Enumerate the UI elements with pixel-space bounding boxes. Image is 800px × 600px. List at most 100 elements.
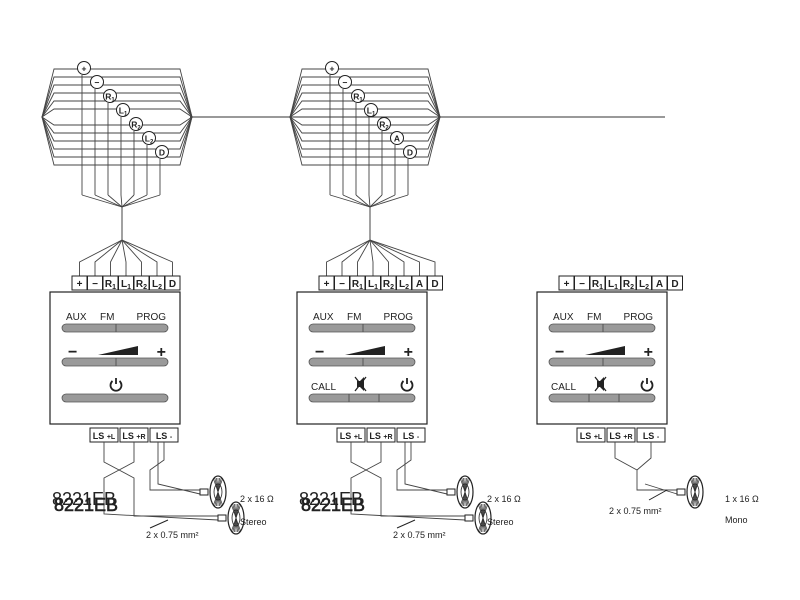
terminal-label: R1 bbox=[105, 279, 116, 291]
output-terminal-label: LS +R bbox=[609, 431, 632, 441]
bus-terminal-marker bbox=[325, 61, 339, 75]
terminal-label: R2 bbox=[136, 279, 147, 291]
bus-terminal-label: L1 bbox=[119, 106, 128, 118]
source-select-bar[interactable] bbox=[548, 323, 656, 333]
volume-down-label: − bbox=[315, 344, 324, 361]
terminal-label: − bbox=[92, 279, 98, 290]
aux-label: AUX bbox=[66, 312, 87, 323]
terminal-label: A bbox=[656, 279, 663, 290]
mute-icon bbox=[354, 376, 367, 392]
model-number: 8221EB bbox=[52, 489, 116, 509]
bus-terminal-label: D bbox=[407, 148, 413, 158]
terminal-label: L1 bbox=[608, 279, 618, 291]
power-bar[interactable] bbox=[61, 393, 169, 403]
speaker-icon bbox=[217, 501, 245, 535]
output-terminal-label: LS +R bbox=[369, 431, 392, 441]
bus-terminal-marker bbox=[403, 145, 417, 159]
prog-label: PROG bbox=[624, 312, 654, 323]
power-bar[interactable] bbox=[308, 393, 416, 403]
terminal-box bbox=[667, 275, 683, 291]
terminal-label: R2 bbox=[623, 279, 634, 291]
terminal-label: D bbox=[431, 279, 438, 290]
bus-terminal-marker bbox=[77, 61, 91, 75]
bus-terminal-marker bbox=[390, 131, 404, 145]
bus-terminal-marker bbox=[103, 89, 117, 103]
output-terminal-box bbox=[576, 427, 606, 443]
bus-terminal-label: + bbox=[330, 64, 335, 74]
fm-label: FM bbox=[347, 312, 361, 323]
terminal-label: L1 bbox=[121, 279, 131, 291]
terminal-label: R1 bbox=[592, 279, 603, 291]
bus-terminal-label: R2 bbox=[379, 120, 389, 132]
call-label: CALL bbox=[311, 382, 336, 393]
bus-terminal-marker bbox=[90, 75, 104, 89]
impedance-spec: 2 x 16 Ω bbox=[487, 494, 521, 504]
volume-down-label: − bbox=[68, 344, 77, 361]
bus-terminal-marker bbox=[377, 117, 391, 131]
bus-terminal-label: R1 bbox=[353, 92, 363, 104]
bus-terminal-label: A bbox=[394, 134, 400, 144]
output-terminal-label: LS +L bbox=[580, 431, 603, 441]
bus-terminal-label: L2 bbox=[145, 134, 154, 146]
output-terminal-label: LS +L bbox=[340, 431, 363, 441]
bus-terminal-label: R1 bbox=[105, 92, 115, 104]
source-select-bar[interactable] bbox=[61, 323, 169, 333]
fm-label: FM bbox=[587, 312, 601, 323]
impedance-spec: 2 x 16 Ω bbox=[240, 494, 274, 504]
speaker-icon bbox=[446, 475, 474, 509]
bus-terminal-marker bbox=[155, 145, 169, 159]
terminal-label: D bbox=[671, 279, 678, 290]
speaker-icon bbox=[676, 475, 704, 509]
power-icon bbox=[400, 378, 414, 392]
bus-terminal-marker bbox=[351, 89, 365, 103]
output-terminal-label: LS - bbox=[643, 431, 660, 441]
volume-down-label: − bbox=[555, 344, 564, 361]
volume-bar[interactable] bbox=[548, 357, 656, 367]
model-number: 8221EB bbox=[299, 489, 363, 509]
model-number-shadow: 8221EB bbox=[54, 495, 118, 515]
bus-terminal-label: L1 bbox=[367, 106, 376, 118]
volume-ramp-icon bbox=[98, 346, 138, 355]
terminal-label: − bbox=[339, 279, 345, 290]
terminal-label: + bbox=[77, 279, 83, 290]
volume-up-label: + bbox=[157, 344, 166, 361]
power-icon bbox=[640, 378, 654, 392]
model-number-shadow: 8221EB bbox=[301, 495, 365, 515]
power-bar[interactable] bbox=[548, 393, 656, 403]
output-terminal-label: LS - bbox=[156, 431, 173, 441]
speaker-icon bbox=[199, 475, 227, 509]
terminal-label: R2 bbox=[383, 279, 394, 291]
terminal-label: R1 bbox=[352, 279, 363, 291]
mute-icon bbox=[594, 376, 607, 392]
terminal-label: A bbox=[416, 279, 423, 290]
output-mode: Stereo bbox=[487, 517, 514, 527]
volume-ramp-icon bbox=[585, 346, 625, 355]
bus-terminal-label: + bbox=[82, 64, 87, 74]
aux-label: AUX bbox=[313, 312, 334, 323]
terminal-label: L1 bbox=[368, 279, 378, 291]
volume-up-label: + bbox=[404, 344, 413, 361]
bus-terminal-label: R2 bbox=[131, 120, 141, 132]
output-terminal-label: LS - bbox=[403, 431, 420, 441]
bus-terminal-marker bbox=[129, 117, 143, 131]
bus-terminal-marker bbox=[364, 103, 378, 117]
call-label: CALL bbox=[551, 382, 576, 393]
volume-ramp-icon bbox=[345, 346, 385, 355]
terminal-label: + bbox=[564, 279, 570, 290]
bus-terminal-marker bbox=[116, 103, 130, 117]
output-terminal-label: LS +R bbox=[122, 431, 145, 441]
volume-bar[interactable] bbox=[308, 357, 416, 367]
cable-spec: 2 x 0.75 mm² bbox=[393, 530, 446, 540]
cable-spec: 2 x 0.75 mm² bbox=[146, 530, 199, 540]
terminal-label: D bbox=[169, 279, 176, 290]
power-icon bbox=[109, 378, 123, 392]
terminal-box bbox=[427, 275, 443, 291]
source-select-bar[interactable] bbox=[308, 323, 416, 333]
volume-up-label: + bbox=[644, 344, 653, 361]
volume-bar[interactable] bbox=[61, 357, 169, 367]
